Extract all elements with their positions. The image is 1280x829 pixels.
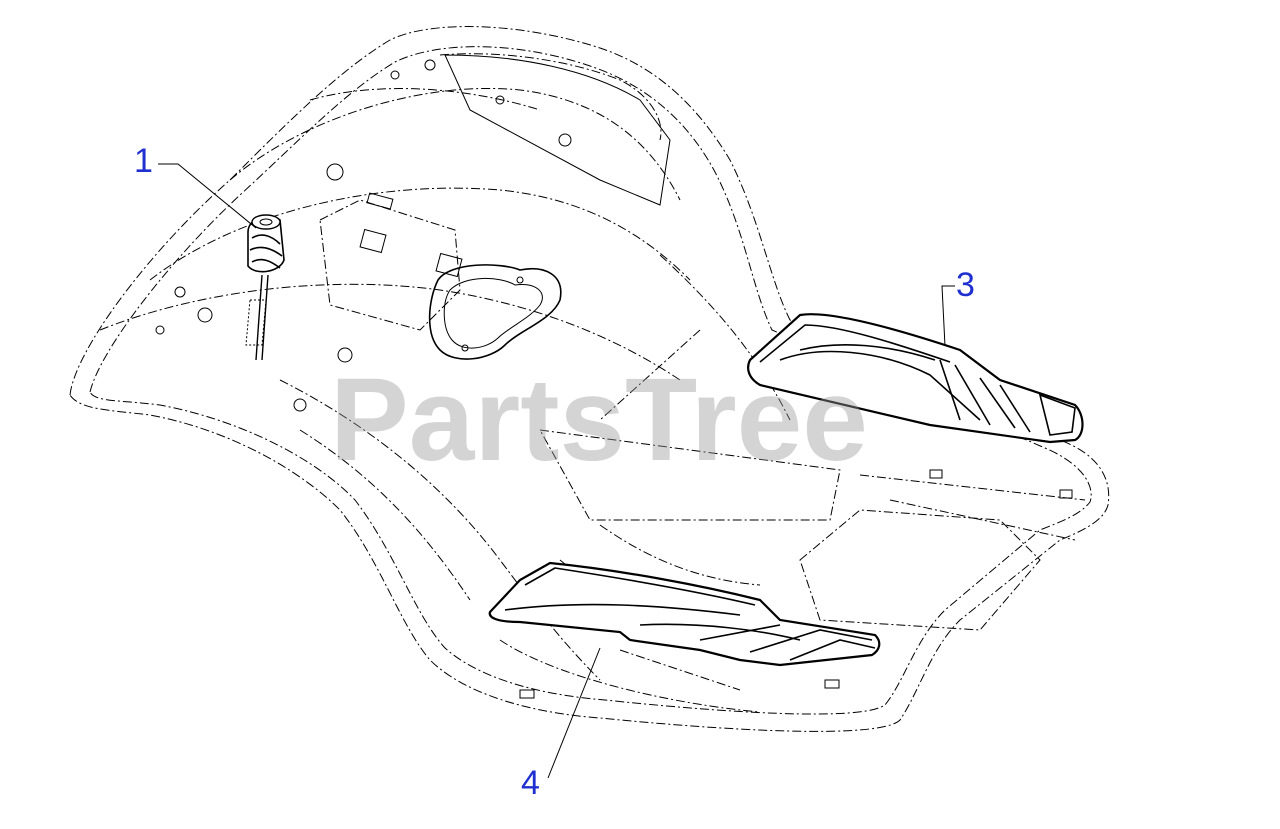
callout-leaders (158, 163, 955, 779)
dash-panel-details (155, 54, 1073, 699)
callout-4: 4 (521, 764, 540, 802)
left-foot-pad-part (488, 561, 881, 667)
watermark-text: PartsTree (330, 354, 868, 486)
shift-knob-part (245, 214, 285, 361)
right-foot-pad-part (747, 313, 1084, 444)
leader-3 (941, 285, 955, 347)
leader-4 (547, 647, 601, 779)
leader-1 (158, 163, 257, 229)
callout-1: 1 (134, 142, 153, 180)
fender-outline (69, 26, 1110, 732)
callout-3: 3 (956, 266, 975, 304)
